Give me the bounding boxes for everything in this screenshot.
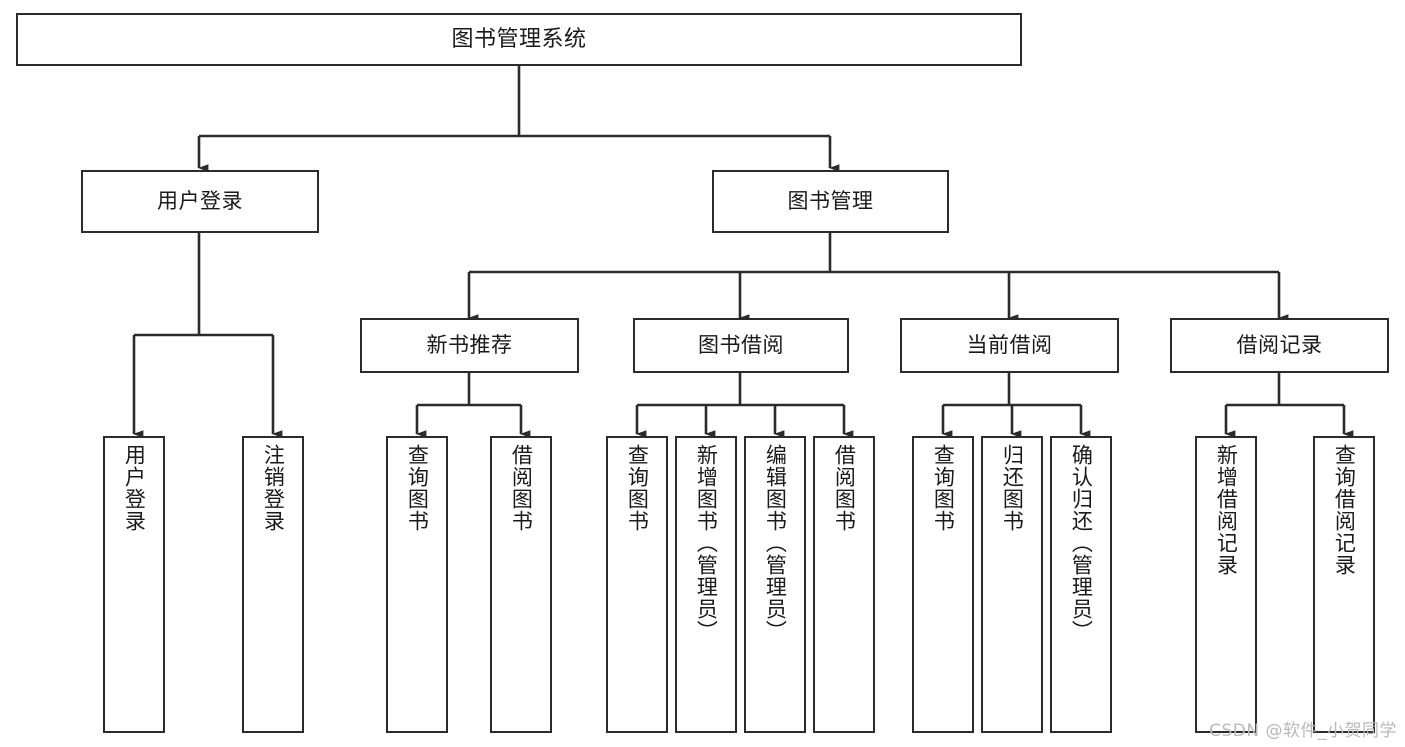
node-leaf-query-book-2[interactable]: 查询图书 (606, 436, 668, 733)
node-root-system[interactable]: 图书管理系统 (16, 13, 1022, 66)
node-user-login-label: 用户登录 (157, 189, 243, 214)
node-new-book-recommend-label: 新书推荐 (426, 333, 513, 358)
node-leaf-add-book[interactable]: 新增图书（管理员） (675, 436, 737, 733)
node-leaf-borrow-book-1-label: 借阅图书 (509, 444, 534, 532)
node-leaf-logout[interactable]: 注销登录 (242, 436, 304, 733)
node-current-borrow[interactable]: 当前借阅 (900, 318, 1119, 373)
node-book-manage-label: 图书管理 (787, 189, 874, 214)
node-leaf-query-record-label: 查询借阅记录 (1332, 444, 1357, 576)
node-borrow-record[interactable]: 借阅记录 (1170, 318, 1389, 373)
watermark-text: CSDN @软件_小贺同学 (1209, 721, 1397, 741)
node-leaf-return-book-label: 归还图书 (1000, 444, 1025, 532)
node-leaf-borrow-book-1[interactable]: 借阅图书 (490, 436, 552, 733)
node-current-borrow-label: 当前借阅 (966, 333, 1053, 358)
node-leaf-query-book-3[interactable]: 查询图书 (912, 436, 974, 733)
node-user-login[interactable]: 用户登录 (81, 170, 319, 233)
node-leaf-query-book-1[interactable]: 查询图书 (386, 436, 448, 733)
node-leaf-query-book-1-label: 查询图书 (405, 444, 430, 532)
node-leaf-logout-label: 注销登录 (261, 444, 286, 532)
node-leaf-borrow-book-2-label: 借阅图书 (832, 444, 857, 532)
node-leaf-add-record[interactable]: 新增借阅记录 (1195, 436, 1257, 733)
node-new-book-recommend[interactable]: 新书推荐 (360, 318, 579, 373)
node-book-borrow[interactable]: 图书借阅 (633, 318, 849, 373)
node-book-manage[interactable]: 图书管理 (712, 170, 949, 233)
node-leaf-user-login-label: 用户登录 (122, 444, 147, 532)
node-leaf-confirm-return[interactable]: 确认归还（管理员） (1050, 436, 1112, 733)
node-root-label: 图书管理系统 (451, 26, 587, 52)
node-leaf-query-record[interactable]: 查询借阅记录 (1313, 436, 1375, 733)
node-leaf-user-login[interactable]: 用户登录 (103, 436, 165, 733)
node-leaf-add-record-label: 新增借阅记录 (1214, 444, 1239, 576)
node-borrow-record-label: 借阅记录 (1236, 333, 1323, 358)
node-leaf-query-book-2-label: 查询图书 (625, 444, 650, 532)
node-leaf-edit-book[interactable]: 编辑图书（管理员） (744, 436, 806, 733)
node-leaf-return-book[interactable]: 归还图书 (981, 436, 1043, 733)
node-leaf-borrow-book-2[interactable]: 借阅图书 (813, 436, 875, 733)
node-leaf-edit-book-label: 编辑图书（管理员） (763, 444, 788, 642)
node-leaf-confirm-return-label: 确认归还（管理员） (1069, 444, 1094, 642)
node-leaf-query-book-3-label: 查询图书 (931, 444, 956, 532)
node-book-borrow-label: 图书借阅 (698, 333, 784, 358)
node-leaf-add-book-label: 新增图书（管理员） (694, 444, 719, 642)
